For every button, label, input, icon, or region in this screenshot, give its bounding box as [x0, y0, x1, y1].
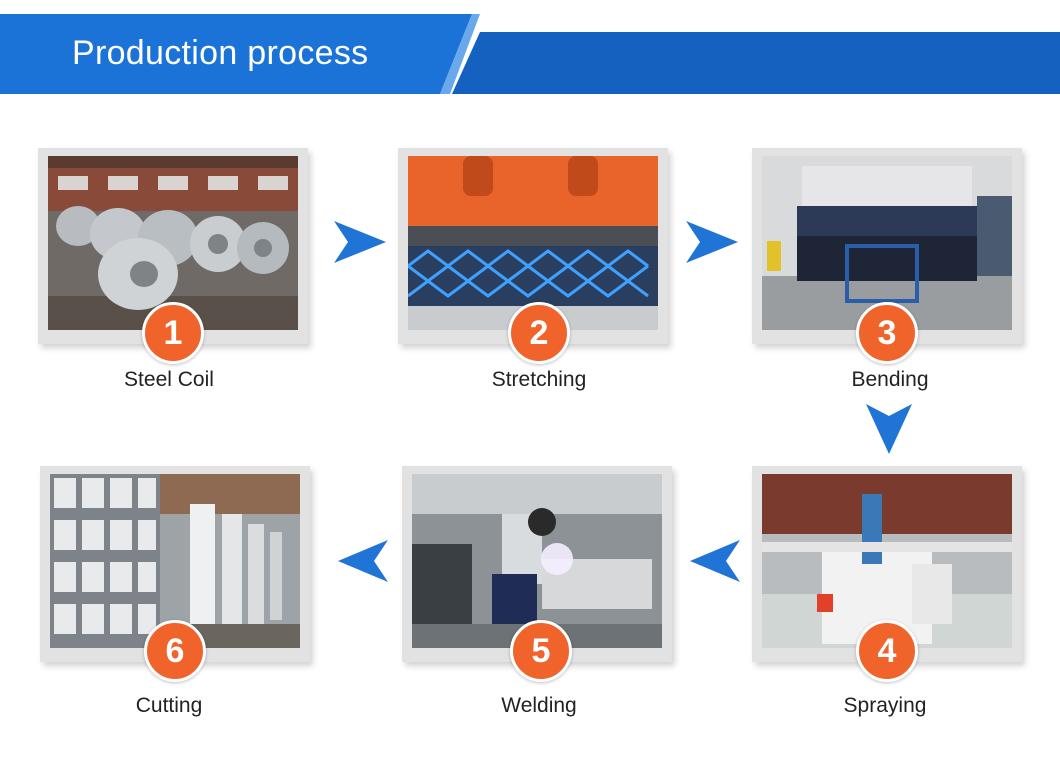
step-number-badge: 6	[144, 620, 206, 682]
header-banner: Production process	[0, 14, 1060, 94]
step-number-badge: 5	[510, 620, 572, 682]
page-title: Production process	[72, 34, 369, 72]
arrow-right-icon	[334, 221, 386, 263]
step-card-steel-coil: 1	[38, 148, 308, 364]
welding-photo	[412, 474, 662, 648]
step-number-badge: 3	[856, 302, 918, 364]
arrow-left-icon	[338, 540, 388, 582]
step-label-stretching: Stretching	[491, 368, 587, 391]
bending-photo	[762, 156, 1012, 330]
step-label-spraying: Spraying	[843, 694, 927, 717]
step-card-bending: 3	[752, 148, 1022, 364]
step-label-bending: Bending	[851, 368, 929, 391]
step-number-badge: 4	[856, 620, 918, 682]
step-label-welding: Welding	[501, 694, 577, 717]
step-label-cutting: Cutting	[135, 694, 203, 717]
arrow-down-icon	[866, 404, 912, 454]
step-label-steel-coil: Steel Coil	[124, 368, 214, 391]
spraying-photo	[762, 474, 1012, 648]
arrow-left-icon	[690, 540, 740, 582]
step-card-welding: 5	[402, 466, 672, 682]
step-card-cutting: 6	[40, 466, 310, 682]
cutting-photo	[50, 474, 300, 648]
arrow-right-icon	[686, 221, 738, 263]
banner-shape	[0, 14, 1060, 94]
stretching-photo	[408, 156, 658, 330]
step-number-badge: 2	[508, 302, 570, 364]
step-number-badge: 1	[142, 302, 204, 364]
step-card-spraying: 4	[752, 466, 1022, 682]
step-card-stretching: 2	[398, 148, 668, 364]
